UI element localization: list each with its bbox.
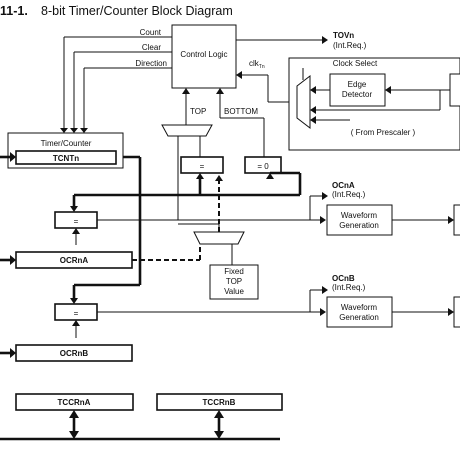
channel-a-compare-wires (72, 192, 328, 245)
top-label: TOP (190, 107, 206, 116)
top-mux-wires (177, 118, 201, 220)
ocrb-bus-input (0, 348, 16, 358)
top-bottom-wires (182, 88, 265, 157)
timer-counter-label: Timer/Counter (41, 139, 92, 148)
ocra-label: OCRnA (60, 256, 89, 265)
tccra-register (15, 393, 134, 411)
edge-detector-label-2: Detector (342, 90, 373, 99)
clk-label: clkTn (249, 59, 265, 70)
top-comparator-label: = (200, 162, 205, 171)
fixed-top-label-2: TOP (226, 277, 242, 286)
clear-label: Clear (142, 43, 161, 52)
figure-title: 8-bit Timer/Counter Block Diagram (41, 4, 233, 18)
clock-select-wires (302, 68, 460, 124)
top-mux (161, 124, 213, 137)
direction-label: Direction (135, 59, 167, 68)
tov-note: (Int.Req.) (333, 41, 367, 50)
tccrb-label: TCCRnB (203, 398, 236, 407)
edge-detector-label-1: Edge (348, 80, 367, 89)
fixed-top-label-3: Value (224, 287, 244, 296)
figure-number: 11-1. (0, 4, 28, 18)
fixed-top-label-1: Fixed (224, 267, 244, 276)
tcnt-bus-input (0, 152, 16, 162)
fixed-top-box (209, 264, 259, 300)
ocb-note: (Int.Req.) (332, 283, 366, 292)
tcnt-data-bus (70, 155, 302, 304)
oca-pin-box (453, 204, 460, 236)
external-input-box (449, 73, 460, 107)
tcnt-label: TCNTn (53, 154, 79, 163)
edge-detector-box (329, 73, 386, 107)
ocrb-label: OCRnB (60, 349, 89, 358)
bottom-comparator (244, 156, 282, 174)
control-logic-label: Control Logic (180, 50, 227, 59)
tov-label: TOVn (333, 31, 354, 40)
control-logic-box (171, 24, 237, 89)
top-comparator (180, 156, 224, 174)
waveform-generation-b-label-1: Waveform (341, 303, 377, 312)
tcnt-register (15, 150, 117, 165)
channel-b-compare-wires (72, 286, 328, 338)
fixed-top-mux (193, 231, 245, 245)
tov-arrow (236, 36, 328, 44)
control-signals (60, 36, 172, 133)
ocb-output (392, 308, 454, 316)
fixed-top-wires (132, 175, 233, 265)
tccrb-register (156, 393, 283, 411)
waveform-generation-b-label-2: Generation (339, 313, 379, 322)
ocb-pin-box (453, 296, 460, 328)
clock-select-mux (296, 74, 311, 130)
count-label: Count (140, 28, 162, 37)
channel-a-comparator-label: = (74, 217, 79, 226)
bottom-comparator-label: = 0 (257, 162, 269, 171)
waveform-generation-a-label-2: Generation (339, 221, 379, 230)
oca-note: (Int.Req.) (332, 190, 366, 199)
ocra-bus-input (0, 255, 16, 265)
ocb-label: OCnB (332, 274, 355, 283)
oca-output (392, 216, 454, 224)
prescaler-label: ( From Prescaler ) (351, 128, 416, 137)
tccra-label: TCCRnA (58, 398, 91, 407)
clock-select-label: Clock Select (333, 59, 378, 68)
waveform-generation-b-box (326, 296, 393, 328)
oca-label: OCnA (332, 181, 355, 190)
channel-b-comparator-label: = (74, 309, 79, 318)
data-bus (0, 410, 280, 441)
bottom-label: BOTTOM (224, 107, 258, 116)
waveform-generation-a-label-1: Waveform (341, 211, 377, 220)
clk-line (236, 71, 297, 103)
waveform-generation-a-box (326, 204, 393, 236)
